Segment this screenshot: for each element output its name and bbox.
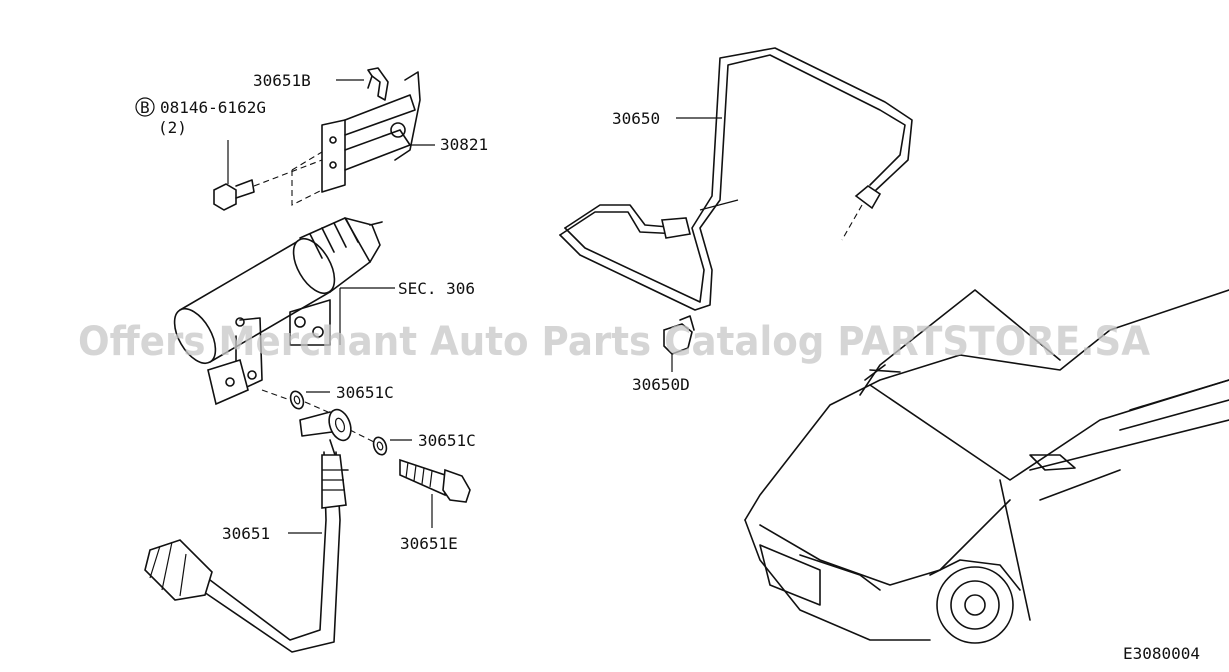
union-bolt-30651E[interactable] [399,458,471,503]
label-08146-6162G: 08146-6162G [160,98,266,117]
clip-30650D[interactable] [663,315,695,355]
watermark-text: Offers Merchant Auto Parts Catalog PARTS… [78,319,1150,365]
label-30651C-1: 30651C [336,383,394,402]
vehicle-outline [744,289,1229,644]
label-30651: 30651 [222,524,270,543]
clutch-hose-30651[interactable] [144,451,347,653]
leader-sec306 [339,287,395,345]
label-30651C-2: 30651C [418,431,476,450]
label-sec306: SEC. 306 [398,279,475,298]
label-30650: 30650 [612,109,660,128]
diagram-code: E3080004 [1123,644,1200,663]
operating-cylinder[interactable] [166,217,383,406]
label-30651B: 30651B [253,71,311,90]
bolt-08146-6162G[interactable] [213,179,255,211]
washer-30651C-lower[interactable] [371,435,388,456]
bolt-type-circle [135,97,155,117]
label-30650D: 30650D [632,375,690,394]
clutch-tube-30650[interactable] [559,47,913,311]
label-bolt-circle: B [140,98,150,117]
label-bolt-qty: (2) [158,118,187,137]
washer-30651C-upper[interactable] [288,389,305,410]
label-30651E: 30651E [400,534,458,553]
label-30821: 30821 [440,135,488,154]
clip-30651B[interactable] [367,67,389,101]
bracket-30821[interactable] [321,71,421,193]
